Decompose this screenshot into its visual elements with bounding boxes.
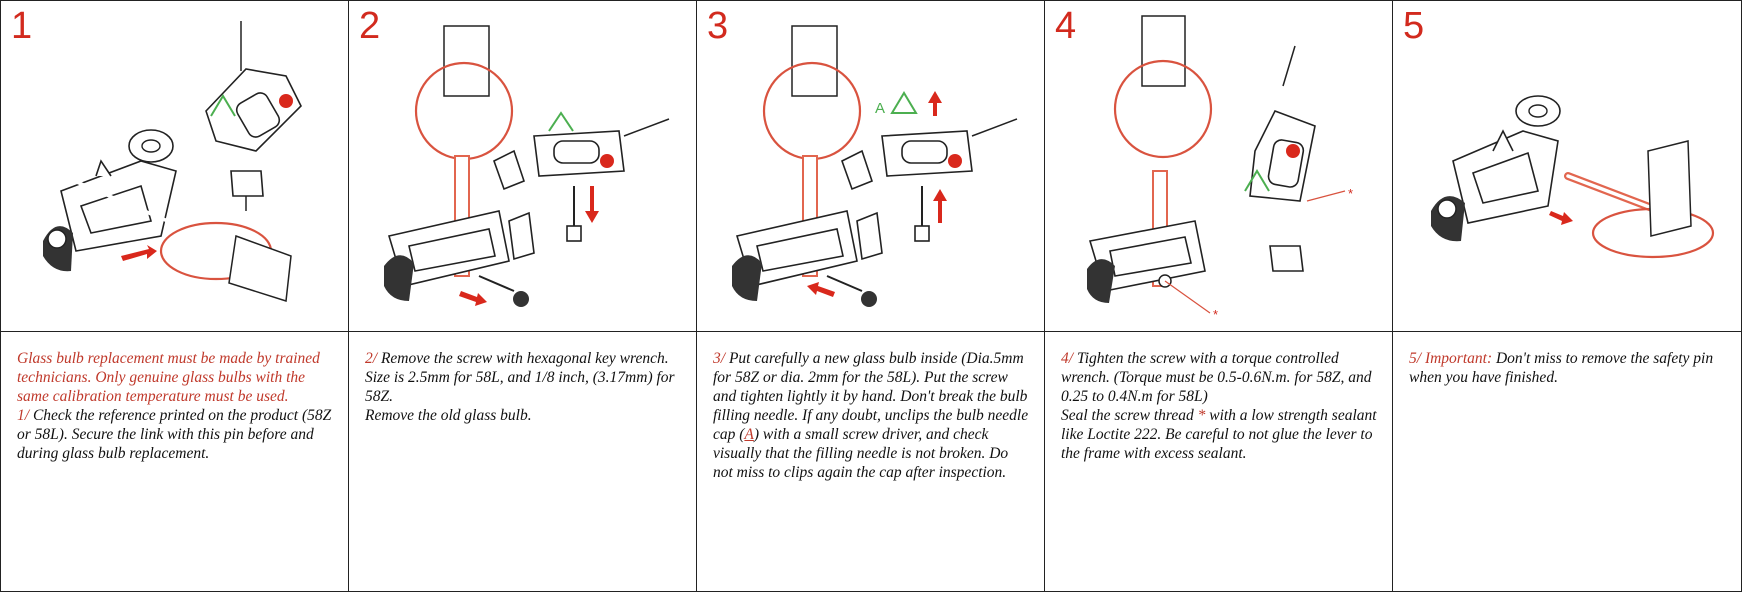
step-2-instruction-extra: Remove the old glass bulb. xyxy=(365,407,532,424)
sealant-marker: * xyxy=(1348,186,1353,201)
sprinkler-device xyxy=(1087,220,1211,314)
step-5-instruction: 5/ Important: Don't miss to remove the s… xyxy=(1409,349,1727,387)
removed-screw xyxy=(478,275,529,307)
sprinkler-device xyxy=(43,129,177,272)
step-body: Check the reference printed on the produ… xyxy=(17,407,332,462)
step-body: Remove the screw with hexagonal key wren… xyxy=(365,350,675,405)
step-body: Tighten the screw with a torque controll… xyxy=(1061,350,1372,405)
step-prefix: 4/ xyxy=(1061,350,1074,367)
direction-arrow xyxy=(807,282,835,297)
step-2-illustration: 2 xyxy=(349,1,696,332)
step-prefix: 1/ xyxy=(17,407,30,424)
assembly-drawing-step-3: A xyxy=(732,25,1018,307)
step-1-text: Glass bulb replacement must be made by t… xyxy=(17,349,334,463)
exploded-lever-detail xyxy=(1244,45,1346,272)
needle-cap-callout: A xyxy=(875,91,942,117)
step-panel-5: 5 5/ Important: Don't miss to remove the… xyxy=(1393,1,1741,591)
step-4-instruction-extra: Seal the screw thread * with a low stren… xyxy=(1061,406,1378,463)
exploded-lever-detail xyxy=(841,118,1018,242)
sprinkler-device xyxy=(1431,95,1561,242)
safety-pin xyxy=(414,25,514,277)
step-3-instruction: 3/ Put carefully a new glass bulb inside… xyxy=(713,349,1030,482)
step-prefix: 2/ xyxy=(365,350,378,367)
sprinkler-device xyxy=(384,210,535,301)
direction-arrow-up xyxy=(933,189,947,223)
assembly-drawing-step-4: * * xyxy=(1087,15,1353,322)
step-number: 5 xyxy=(1403,5,1425,47)
safety-pin xyxy=(49,169,292,302)
safety-pin xyxy=(1564,140,1715,259)
direction-arrow xyxy=(121,245,157,261)
step-1-illustration: 1 xyxy=(1,1,348,332)
direction-arrow-down xyxy=(585,186,599,223)
step-number: 3 xyxy=(707,5,729,47)
exploded-lever-detail xyxy=(493,111,670,242)
step-3-text: 3/ Put carefully a new glass bulb inside… xyxy=(713,349,1030,482)
step-panel-2: 2 2/ Remove the screw with hexagonal key… xyxy=(349,1,697,591)
step-5-text: 5/ Important: Don't miss to remove the s… xyxy=(1409,349,1727,387)
step-number: 1 xyxy=(11,5,33,47)
step-prefix: 3/ xyxy=(713,350,726,367)
step-panel-1: 1 Glass bulb replacement must be made by… xyxy=(1,1,349,591)
assembly-drawing-step-5 xyxy=(1431,95,1715,259)
step-number: 2 xyxy=(359,5,381,47)
step-prefix: 5/ xyxy=(1409,350,1422,367)
important-label: Important: xyxy=(1421,350,1493,367)
sealant-asterisk: * xyxy=(1197,407,1206,424)
step-5-illustration: 5 xyxy=(1393,1,1741,332)
sealant-marker: * xyxy=(1213,307,1218,322)
step-body-part-2: with a low strength sealant like Loctite… xyxy=(1061,407,1377,462)
step-1-instruction: 1/ Check the reference printed on the pr… xyxy=(17,406,334,463)
safety-warning: Glass bulb replacement must be made by t… xyxy=(17,350,320,405)
direction-arrow-up xyxy=(928,91,942,116)
exploded-lever-detail xyxy=(205,21,302,211)
direction-arrow xyxy=(459,291,487,306)
step-panel-3: A 3 3/ Put carefully a new glass bulb in… xyxy=(697,1,1045,591)
step-number: 4 xyxy=(1055,5,1077,47)
step-body-part-1: Seal the screw thread xyxy=(1061,407,1198,424)
step-2-instruction: 2/ Remove the screw with hexagonal key w… xyxy=(365,349,682,406)
direction-arrow xyxy=(1549,211,1573,225)
step-2-text: 2/ Remove the screw with hexagonal key w… xyxy=(365,349,682,425)
step-panel-4: * * 4 4/ Tighten the screw with a torque… xyxy=(1045,1,1393,591)
step-body: Don't miss to remove the safety pin when… xyxy=(1409,350,1714,386)
step-4-illustration: * * 4 xyxy=(1045,1,1392,332)
new-screw xyxy=(826,275,877,307)
cap-marker: A xyxy=(744,426,754,443)
callout-label: A xyxy=(875,100,885,117)
step-3-illustration: A 3 xyxy=(697,1,1044,332)
step-body-part-1: Put carefully a new glass bulb inside (D… xyxy=(713,350,1029,443)
step-body-part-2: ) with a small screw driver, and check v… xyxy=(713,426,1009,481)
assembly-drawing-step-2 xyxy=(384,25,670,307)
step-4-instruction: 4/ Tighten the screw with a torque contr… xyxy=(1061,349,1378,406)
step-4-text: 4/ Tighten the screw with a torque contr… xyxy=(1061,349,1378,463)
assembly-drawing-step-1 xyxy=(43,21,302,302)
sprinkler-device xyxy=(732,210,883,301)
